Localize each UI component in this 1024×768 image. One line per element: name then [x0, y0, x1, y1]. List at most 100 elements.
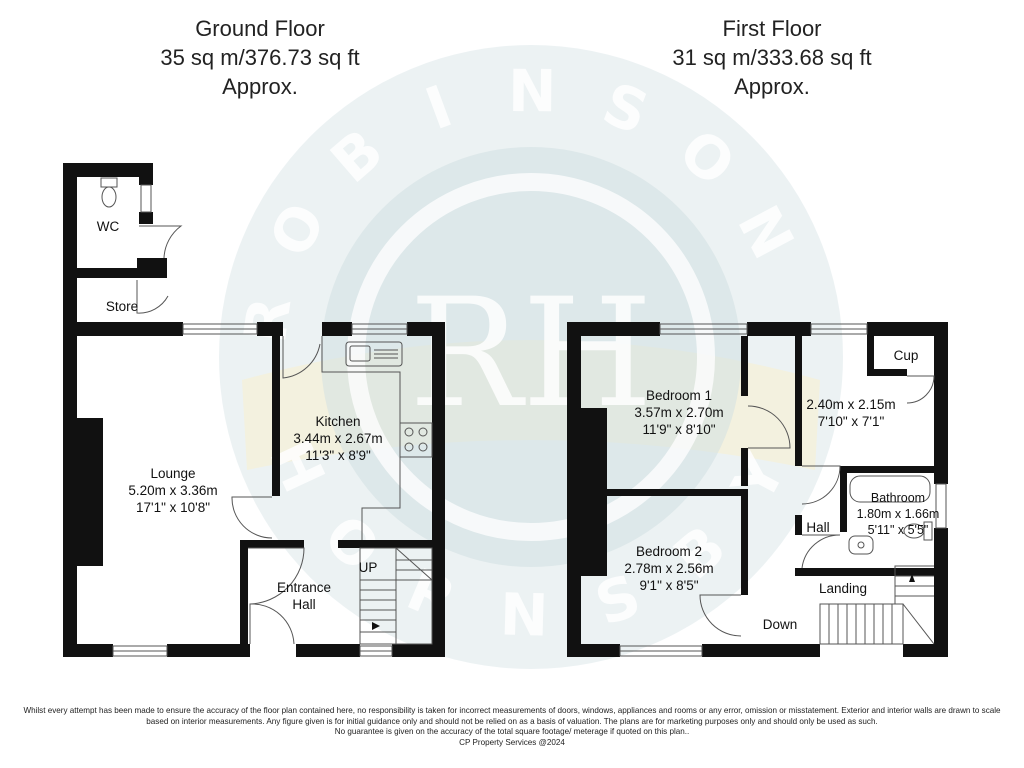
first-floor-fixtures	[619, 323, 947, 657]
door-swing	[249, 603, 295, 645]
ground-floor-area: 35 sq m/376.73 sq ft	[160, 45, 360, 70]
wall	[139, 212, 153, 224]
sink	[345, 341, 403, 367]
wall	[741, 336, 748, 396]
wall	[63, 644, 113, 657]
ground-floor-title: Ground Floor	[195, 16, 325, 41]
ground-floor-plan	[63, 163, 445, 657]
watermark-inner-ring	[347, 173, 715, 541]
wall	[257, 322, 283, 336]
wall	[795, 515, 802, 535]
door-swing	[699, 594, 742, 637]
room-label-bedroom-1: Bedroom 1 3.57m x 2.70m 11'9" x 8'10"	[634, 388, 724, 437]
first-floor-title-block: First Floor 31 sq m/333.68 sq ft Approx.	[592, 14, 952, 101]
door-swing	[248, 547, 305, 605]
ground-floor-title-block: Ground Floor 35 sq m/376.73 sq ft Approx…	[80, 14, 440, 101]
stair-arrow	[372, 622, 380, 630]
copyright: CP Property Services @2024	[459, 737, 565, 747]
room-label-kitchen: Kitchen 3.44m x 2.67m 11'3" x 8'9"	[293, 414, 383, 463]
wall	[567, 322, 660, 336]
disclaimer-line: No guarantee is given on the accuracy of…	[334, 727, 690, 737]
wall	[567, 644, 620, 657]
wall	[240, 540, 304, 548]
room-label-landing: Landing	[818, 581, 868, 596]
watermark-letter: N	[499, 580, 549, 649]
watermark-letter: R	[231, 293, 305, 347]
room-label-store: Store	[105, 299, 139, 314]
wall	[63, 163, 77, 335]
door-swing	[906, 375, 935, 404]
wall	[903, 644, 948, 657]
wall	[338, 540, 432, 548]
wall	[867, 336, 874, 376]
wall	[867, 322, 948, 336]
wall	[272, 336, 280, 496]
first-floor-area: 31 sq m/333.68 sq ft	[672, 45, 872, 70]
stair-arrow	[909, 574, 915, 582]
wall	[934, 322, 948, 484]
stairs-label-up: UP	[358, 560, 378, 575]
wall	[432, 322, 445, 657]
wall	[63, 322, 183, 336]
disclaimer-line: based on interior measurements. Any figu…	[146, 716, 878, 726]
wall	[63, 163, 153, 177]
door-swing	[801, 534, 841, 569]
basin	[848, 535, 874, 555]
door-swing	[282, 336, 321, 379]
stairs	[819, 603, 904, 645]
room-label-wc: WC	[96, 219, 120, 234]
wall	[840, 466, 934, 473]
wall	[867, 369, 907, 376]
wall	[741, 448, 748, 486]
wall	[137, 258, 167, 278]
room-label-hall: Hall	[806, 520, 830, 535]
room-label-bedroom-3: 2.40m x 2.15m 7'10" x 7'1"	[806, 397, 896, 429]
first-floor-title: First Floor	[722, 16, 822, 41]
wall	[77, 268, 137, 278]
room-label-cupboard: Cup	[893, 348, 919, 363]
toilet	[100, 177, 118, 188]
wall	[607, 489, 748, 496]
disclaimer-line: Whilst every attempt has been made to en…	[23, 706, 1001, 715]
bath	[849, 475, 931, 503]
wall	[167, 644, 250, 657]
toilet-bowl	[903, 523, 925, 539]
wall	[296, 644, 360, 657]
wall	[741, 489, 748, 595]
first-floor-plan	[567, 322, 948, 657]
room-label-entrance-hall: Entrance Hall	[276, 580, 332, 612]
wall	[63, 322, 77, 657]
wall	[795, 336, 802, 466]
chimney-breast	[581, 408, 607, 576]
wall	[139, 163, 153, 185]
wall	[322, 322, 352, 336]
wall	[240, 540, 248, 644]
wall	[392, 644, 445, 657]
ground-floor-approx: Approx.	[222, 74, 298, 99]
room-label-bedroom-2: Bedroom 2 2.78m x 2.56m 9'1" x 8'5"	[624, 544, 714, 593]
wall	[840, 466, 847, 532]
door-swing	[801, 465, 841, 505]
wall	[702, 644, 820, 657]
toilet-bowl	[101, 186, 117, 208]
ground-floor-fixtures	[100, 177, 433, 657]
first-floor-approx: Approx.	[734, 74, 810, 99]
watermark-inner-circle	[321, 147, 741, 567]
window	[935, 483, 947, 529]
stairs-label-down: Down	[762, 617, 798, 632]
window	[140, 184, 152, 213]
door-swing	[139, 225, 183, 259]
door-swing	[136, 280, 169, 314]
chimney-breast	[77, 418, 103, 566]
wall	[747, 322, 811, 336]
watermark-monogram: RH	[409, 267, 653, 441]
disclaimer: Whilst every attempt has been made to en…	[0, 706, 1024, 748]
room-label-bathroom: Bathroom 1.80m x 1.66m 5'11" x 5'5"	[856, 491, 940, 537]
wall	[795, 568, 934, 576]
watermark-letter: N	[508, 57, 557, 125]
wall	[567, 322, 581, 657]
wall	[934, 528, 948, 657]
door-swing	[231, 496, 273, 539]
